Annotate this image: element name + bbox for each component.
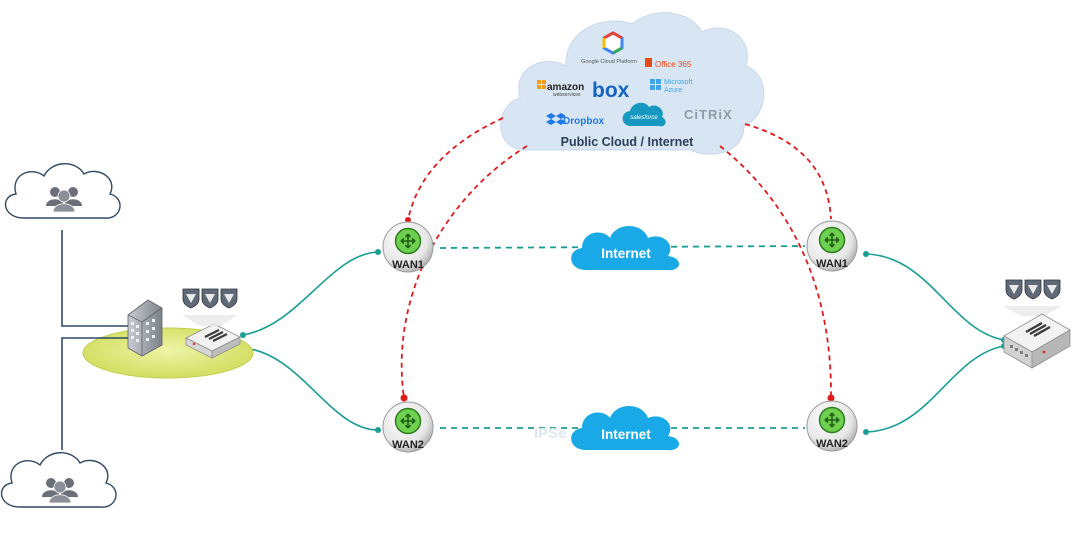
internet-label-bottom: Internet [601,427,651,442]
router-label: WAN1 [392,259,424,271]
hq-firewall-appliance [1003,313,1071,369]
link-port [863,251,869,257]
shield-icon [182,288,200,309]
path-left-wan2-cloud [400,145,528,399]
wan-links [242,251,1005,433]
user-group-cloud-bottom [0,452,117,508]
router-label: WAN2 [816,438,848,450]
salesforce-label: salesforce [630,115,658,121]
link-port [375,427,381,433]
branch-site [82,288,254,379]
dropbox-label: Dropbox [563,116,605,127]
office365-logo: Office 365 [645,58,692,69]
cloud-access-paths [400,117,832,399]
shield-icon [1005,279,1023,300]
path-endpoint [405,217,411,223]
path-endpoint [827,394,835,402]
internet-label-top: Internet [601,246,651,261]
building-icon [127,299,163,357]
shield-icon [1043,279,1061,300]
aws-logo: amazon webservices [537,80,584,98]
office365-label: Office 365 [655,60,692,69]
security-shields-hq [1002,279,1062,316]
shield-icon [201,288,219,309]
router-label: WAN2 [392,439,424,451]
salesforce-logo: salesforce [622,102,666,127]
hq-site [1002,279,1071,369]
path-endpoint [400,394,408,402]
link-hq-wan1 [865,253,1005,341]
shield-icon [220,288,238,309]
path-right-wan1-cloud [744,123,832,220]
ipsec-hint: IPSe [534,425,567,442]
amazon-label: amazon [547,82,584,93]
public-cloud-caption: Public Cloud / Internet [561,135,694,149]
citrix-logo: CiTRiX [684,107,733,122]
path-right-wan2-cloud [719,145,832,399]
branch-firewall-appliance [185,323,241,359]
path-left-wan1-cloud [407,117,504,221]
link-hq-wan2 [865,345,1005,433]
user-group-cloud-top [4,163,121,219]
google-cloud-logo: Google Cloud Platform [581,31,637,65]
link-port [240,332,246,338]
azure-label-1: Microsoft [664,79,692,86]
google-cloud-label: Google Cloud Platform [581,59,637,65]
shield-icon [1024,279,1042,300]
box-logo: box [592,79,630,102]
azure-logo: Microsoft Azure [650,79,692,94]
link-branch-wan2 [242,347,379,431]
overlay-tunnels [439,245,806,429]
link-port [863,429,869,435]
lan-connectors [61,230,128,450]
azure-label-2: Azure [664,87,682,94]
security-shields-branch [182,288,238,326]
router-label: WAN1 [816,258,848,270]
link-branch-wan1 [242,251,379,336]
aws-sub-label: webservices [553,92,581,98]
dropbox-logo: Dropbox [546,113,605,127]
tunnel-wan1 [439,245,806,249]
link-port [375,249,381,255]
